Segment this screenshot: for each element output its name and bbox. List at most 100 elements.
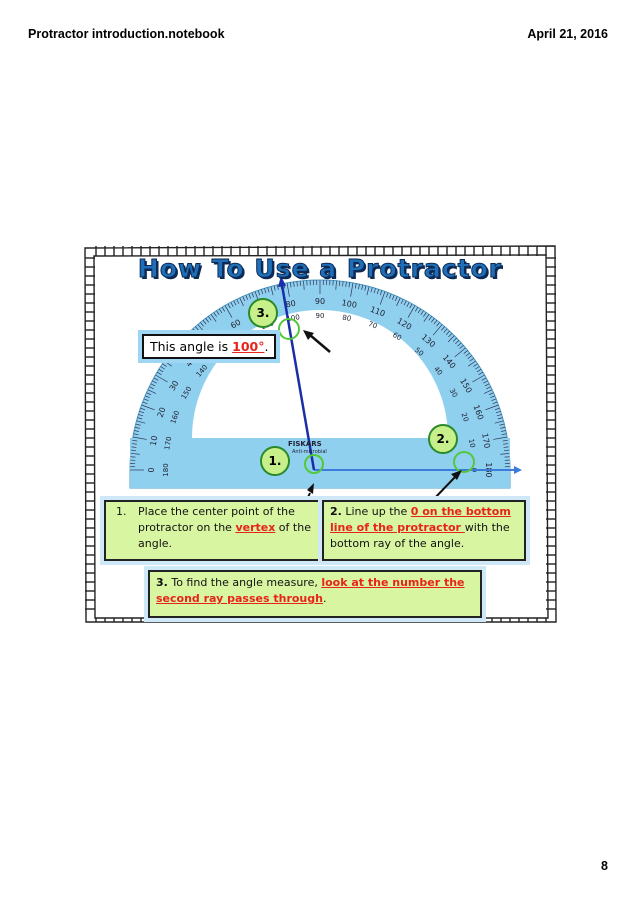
step-1-number: 1. <box>116 505 127 518</box>
protractor-tick <box>195 326 199 331</box>
inner-scale-label: 100 <box>286 313 301 323</box>
protractor-tick <box>406 302 410 307</box>
protractor-tick <box>230 302 234 307</box>
protractor-tick <box>403 300 407 306</box>
protractor-tick <box>501 433 507 436</box>
second-ray-arrowhead <box>278 276 286 287</box>
protractor-tick <box>500 426 506 429</box>
protractor-tick <box>452 337 457 342</box>
protractor-tick <box>486 386 491 390</box>
outer-scale-label: 20 <box>156 406 168 419</box>
protractor-tick <box>130 453 140 455</box>
outer-scale-label: 0 <box>147 467 156 472</box>
second-ray <box>280 284 316 471</box>
protractor-tick <box>370 287 373 293</box>
protractor-tick <box>448 333 453 338</box>
inner-scale-label: 30 <box>448 387 459 399</box>
protractor-tick <box>164 360 172 367</box>
protractor-tick <box>502 439 508 442</box>
protractor-tick <box>483 389 493 394</box>
protractor-tick <box>407 305 416 318</box>
inner-scale-label: 20 <box>459 412 470 423</box>
protractor-tick <box>140 407 146 411</box>
protractor-tick <box>160 366 166 370</box>
protractor-tick <box>213 312 217 317</box>
protractor-tick <box>155 374 168 383</box>
protractor-tick <box>219 308 223 314</box>
protractor-tick <box>454 347 466 358</box>
step-1-callout: 1. Place the center point of the protrac… <box>104 500 342 561</box>
protractor-tick <box>348 282 351 288</box>
protractor-tick <box>423 314 430 322</box>
protractor-tick <box>379 290 383 296</box>
protractor-tick <box>350 282 354 297</box>
protractor-tick <box>472 374 485 383</box>
inner-scale-label: 50 <box>413 346 425 358</box>
protractor-tick <box>233 300 237 306</box>
protractor-tick <box>162 363 167 367</box>
protractor-tick <box>497 417 503 420</box>
protractor-tick <box>436 322 440 327</box>
protractor-tick <box>428 316 432 321</box>
protractor-tick <box>149 386 154 390</box>
protractor-tick <box>432 324 443 336</box>
slide-image: 0102030405060708090100110120130140150160… <box>82 238 558 624</box>
protractor-tick <box>221 306 226 312</box>
protractor-tick <box>463 350 468 354</box>
outer-scale-label: 90 <box>315 297 325 306</box>
inner-scale-label: 170 <box>163 436 173 451</box>
protractor-tick <box>441 326 445 331</box>
inner-scale-label: 90 <box>316 312 325 320</box>
protractor-tick <box>131 443 137 445</box>
protractor-tick <box>146 392 152 396</box>
protractor-tick <box>303 280 305 290</box>
protractor-tick <box>150 383 156 387</box>
protractor-tick <box>409 303 413 309</box>
protractor-tick <box>293 281 295 287</box>
protractor-tick <box>133 433 139 436</box>
slide-title: How To Use a Protractor <box>137 254 503 284</box>
pointer-arrow-2 <box>431 475 457 502</box>
protractor-tick <box>431 318 435 323</box>
protractor-tick <box>493 436 508 440</box>
protractor-tick <box>459 345 464 349</box>
protractor-tick <box>467 355 472 359</box>
angle-label: This angle is 100°. <box>142 334 277 359</box>
protractor-tick <box>465 352 470 357</box>
inner-scale-label: 180 <box>162 463 170 476</box>
protractor-tick <box>488 392 494 396</box>
protractor-tick <box>414 306 419 312</box>
outer-scale-label: 10 <box>149 435 160 447</box>
protractor-tick <box>242 296 246 302</box>
bottom-ray-arrowhead <box>514 466 522 474</box>
protractor-tick <box>197 324 208 336</box>
step-3-highlight: look at the number the second ray passes… <box>156 576 465 605</box>
protractor-tick <box>296 281 298 287</box>
protractor-tick <box>208 316 212 321</box>
protractor-tick <box>379 291 386 305</box>
protractor-tick <box>257 290 261 296</box>
step-1-highlight: vertex <box>235 520 276 534</box>
protractor-tick <box>136 420 146 424</box>
protractor-tick <box>132 439 138 442</box>
protractor-tick <box>153 377 159 381</box>
protractor-tick <box>483 380 488 384</box>
protractor-tick <box>338 281 341 287</box>
protractor-illustration: 0102030405060708090100110120130140150160… <box>84 245 557 623</box>
protractor-tick <box>141 404 155 411</box>
zero-highlight <box>453 451 475 473</box>
protractor-tick <box>200 322 204 327</box>
protractor-tick <box>251 292 255 298</box>
protractor-tick <box>299 281 302 287</box>
protractor-tick <box>358 284 360 290</box>
step-3-text-b: . <box>322 591 327 605</box>
protractor-tick <box>335 280 337 290</box>
protractor-tick <box>391 294 395 300</box>
protractor-tick <box>496 414 502 417</box>
protractor-tick <box>433 320 438 325</box>
protractor-tick <box>137 417 143 420</box>
protractor-tick <box>286 282 290 297</box>
protractor-tick <box>494 407 500 411</box>
protractor-tick <box>210 314 217 322</box>
step-2-highlight: 0 on the bottom line of the protractor <box>330 505 511 534</box>
